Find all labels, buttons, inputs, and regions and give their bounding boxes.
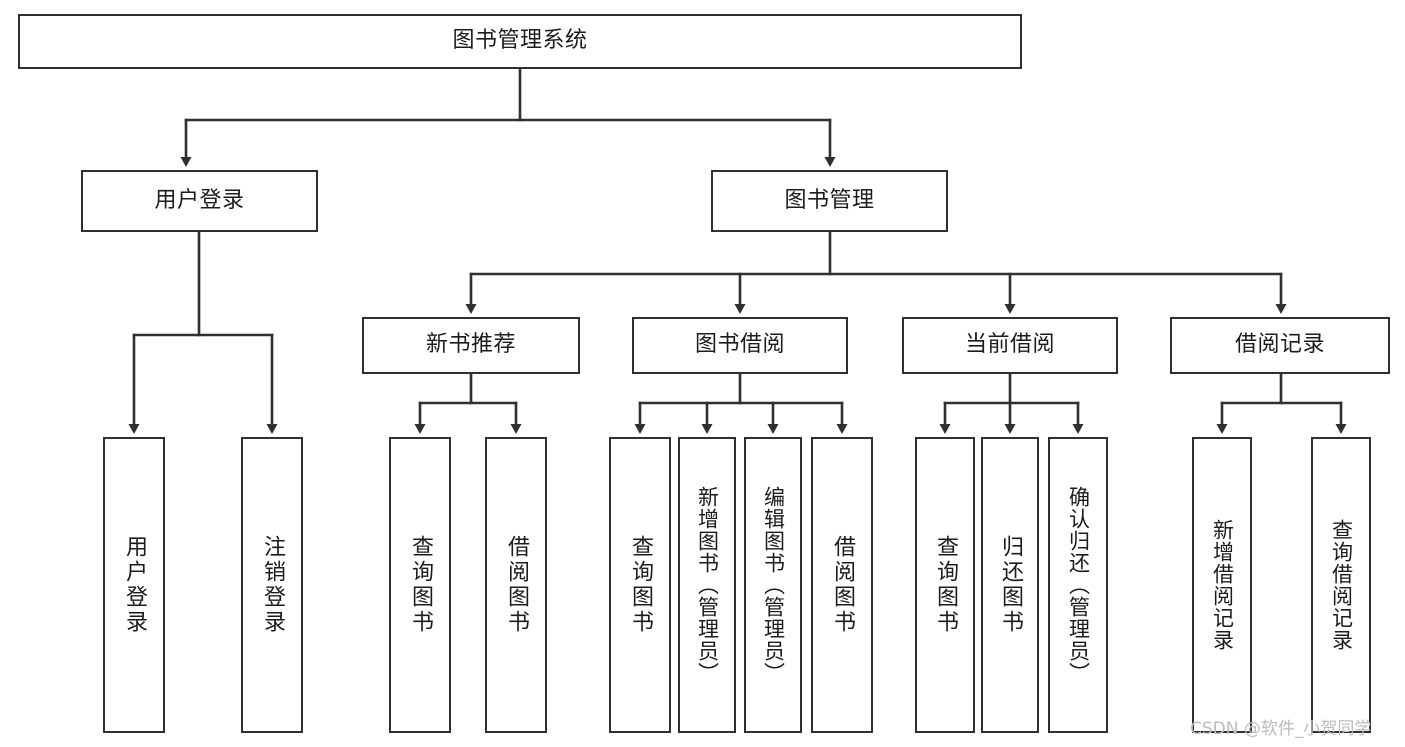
node-label: 图书管理系统 (452, 28, 588, 54)
node-label: 归还图书 (998, 535, 1023, 635)
node-leaf-query-borrow-record[interactable]: 查询借阅记录 (1311, 437, 1371, 733)
node-label: 图书管理 (784, 187, 875, 213)
node-label: 查询图书 (933, 535, 958, 635)
node-label: 查询图书 (628, 535, 653, 635)
node-current-borrow[interactable]: 当前借阅 (902, 317, 1118, 374)
node-root-system[interactable]: 图书管理系统 (18, 14, 1022, 69)
node-new-book-recommend[interactable]: 新书推荐 (362, 317, 580, 374)
node-label: 注销登录 (260, 535, 285, 635)
node-label: 用户登录 (122, 535, 147, 635)
node-label: 新增借阅记录 (1210, 519, 1235, 651)
node-leaf-add-book[interactable]: 新增图书（管理员） (678, 437, 736, 733)
node-label: 借阅图书 (830, 535, 855, 635)
node-borrow-record[interactable]: 借阅记录 (1170, 317, 1390, 374)
node-leaf-borrow-book-2[interactable]: 借阅图书 (811, 437, 873, 733)
node-leaf-add-borrow-record[interactable]: 新增借阅记录 (1192, 437, 1252, 733)
node-label: 新增图书（管理员） (695, 486, 720, 684)
node-label: 确认归还（管理员） (1066, 486, 1091, 684)
node-book-manage[interactable]: 图书管理 (711, 170, 948, 232)
node-user-login[interactable]: 用户登录 (81, 170, 318, 232)
node-leaf-user-login[interactable]: 用户登录 (103, 437, 165, 733)
node-leaf-edit-book[interactable]: 编辑图书（管理员） (744, 437, 802, 733)
node-label: 图书借阅 (694, 332, 785, 358)
node-label: 用户登录 (154, 187, 245, 213)
node-label: 当前借阅 (964, 332, 1055, 358)
node-leaf-query-book-2[interactable]: 查询图书 (609, 437, 671, 733)
node-leaf-borrow-book-1[interactable]: 借阅图书 (485, 437, 547, 733)
node-leaf-logout-login[interactable]: 注销登录 (241, 437, 303, 733)
node-label: 查询借阅记录 (1329, 519, 1354, 651)
node-leaf-query-book-1[interactable]: 查询图书 (389, 437, 451, 733)
node-label: 新书推荐 (425, 332, 516, 358)
node-leaf-query-book-3[interactable]: 查询图书 (915, 437, 975, 733)
node-leaf-return-book[interactable]: 归还图书 (981, 437, 1039, 733)
node-label: 查询图书 (408, 535, 433, 635)
node-label: 借阅图书 (504, 535, 529, 635)
node-label: 编辑图书（管理员） (761, 486, 786, 684)
csdn-watermark: CSDN @软件_小贺同学 (1190, 719, 1372, 739)
node-book-borrow[interactable]: 图书借阅 (632, 317, 848, 374)
node-label: 借阅记录 (1234, 332, 1325, 358)
node-leaf-confirm-return[interactable]: 确认归还（管理员） (1048, 437, 1108, 733)
